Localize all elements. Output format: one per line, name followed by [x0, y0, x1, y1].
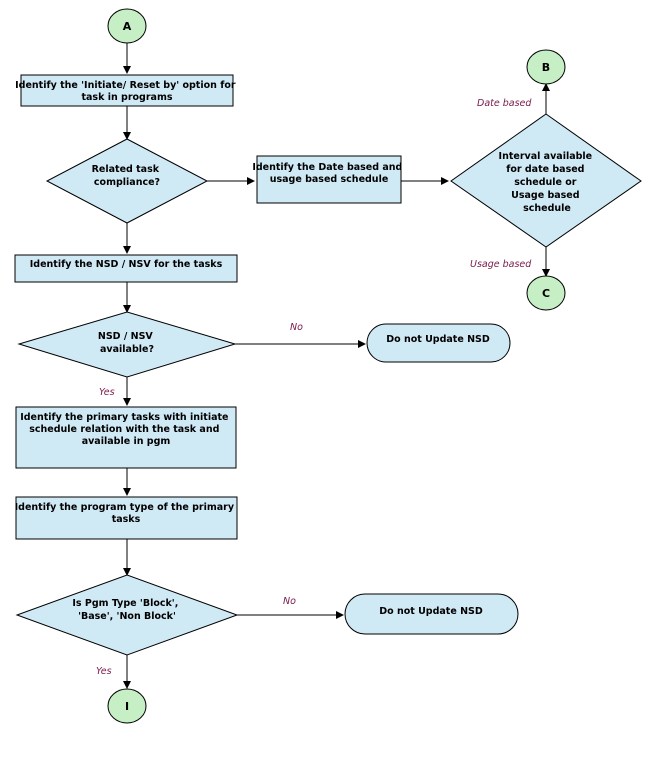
- process-date-usage-schedule: Identify the Date based and usage based …: [252, 155, 405, 204]
- svg-text:NSD / NSV available?: NSD / NSV available?: [98, 331, 156, 355]
- label-pgm-yes: Yes: [96, 666, 112, 677]
- identify-nsd-line-1: Identify the NSD / NSV for the tasks: [30, 259, 223, 270]
- decision-interval-available: Interval available for date based schedu…: [450, 113, 642, 248]
- initiate-reset-line-2: task in programs: [81, 92, 172, 103]
- primary-tasks-line-3: available in pgm: [82, 436, 171, 447]
- do-not-update-1-text: Do not Update NSD: [386, 334, 490, 345]
- primary-tasks-line-1: Identify the primary tasks with initiate: [20, 412, 228, 423]
- flow-edges: [123, 43, 550, 689]
- compliance-line-1: Related task: [92, 164, 160, 175]
- label-pgm-no: No: [283, 596, 296, 607]
- connector-c-label: C: [542, 287, 550, 300]
- decision-related-compliance: Related task compliance?: [45, 138, 209, 224]
- interval-line-4: Usage based: [511, 190, 579, 201]
- svg-text:Identify the primary tasks wit: Identify the primary tasks with initiate…: [20, 412, 232, 447]
- schedule-line-2: usage based schedule: [270, 174, 389, 185]
- interval-line-3: schedule or: [514, 177, 577, 188]
- connector-b: B: [526, 49, 566, 85]
- label-nsd-no: No: [290, 322, 303, 333]
- nsd-available-line-2: available?: [100, 344, 154, 355]
- svg-text:Related task compliance?: Related task compliance?: [92, 164, 163, 188]
- svg-text:Identify the program type of t: Identify the program type of the primary…: [15, 502, 238, 525]
- decision-nsd-available: NSD / NSV available?: [17, 311, 237, 378]
- process-identify-nsd: Identify the NSD / NSV for the tasks: [14, 254, 238, 283]
- schedule-line-1: Identify the Date based and: [252, 162, 402, 173]
- label-usage-based: Usage based: [470, 259, 532, 270]
- connector-c: C: [526, 275, 566, 311]
- decision-pgm-type: Is Pgm Type 'Block', 'Base', 'Non Block': [15, 574, 239, 656]
- connector-a: A: [107, 8, 147, 44]
- connector-a-label: A: [123, 20, 132, 33]
- pgm-type-line-2: 'Base', 'Non Block': [78, 611, 176, 622]
- terminator-do-not-update-2: Do not Update NSD: [344, 593, 519, 635]
- compliance-line-2: compliance?: [94, 177, 160, 188]
- interval-line-1: Interval available: [499, 151, 593, 162]
- connector-i: I: [107, 688, 147, 724]
- connector-b-label: B: [542, 61, 550, 74]
- process-program-type: Identify the program type of the primary…: [15, 496, 238, 540]
- label-date-based: Date based: [477, 98, 532, 109]
- svg-text:Identify the NSD / NSV for the: Identify the NSD / NSV for the tasks: [30, 259, 223, 270]
- svg-text:Interval available for d: Interval available for date based schedu…: [499, 151, 596, 214]
- process-initiate-reset: Identify the 'Initiate/ Reset by' option…: [15, 74, 239, 107]
- interval-line-2: for date based: [506, 164, 584, 175]
- pgm-type-line-1: Is Pgm Type 'Block',: [72, 598, 178, 609]
- primary-tasks-line-2: schedule relation with the task and: [29, 424, 219, 435]
- svg-text:Identify the 'Initiate/ Reset: Identify the 'Initiate/ Reset by' option…: [15, 80, 239, 103]
- terminator-do-not-update-1: Do not Update NSD: [366, 323, 511, 363]
- program-type-line-2: tasks: [112, 514, 141, 525]
- do-not-update-2-text: Do not Update NSD: [379, 606, 483, 617]
- label-nsd-yes: Yes: [99, 387, 115, 398]
- program-type-line-1: Identify the program type of the primary: [15, 502, 235, 513]
- connector-i-label: I: [125, 700, 129, 713]
- interval-line-5: schedule: [523, 203, 571, 214]
- svg-text:Identify the Date based and: Identify the Date based and usage based …: [252, 162, 405, 185]
- nsd-available-line-1: NSD / NSV: [98, 331, 154, 342]
- initiate-reset-line-1: Identify the 'Initiate/ Reset by' option…: [15, 80, 236, 91]
- svg-text:Is Pgm Type 'Block', 'B: Is Pgm Type 'Block', 'Base', 'Non Block': [72, 598, 181, 622]
- process-primary-tasks: Identify the primary tasks with initiate…: [15, 406, 237, 469]
